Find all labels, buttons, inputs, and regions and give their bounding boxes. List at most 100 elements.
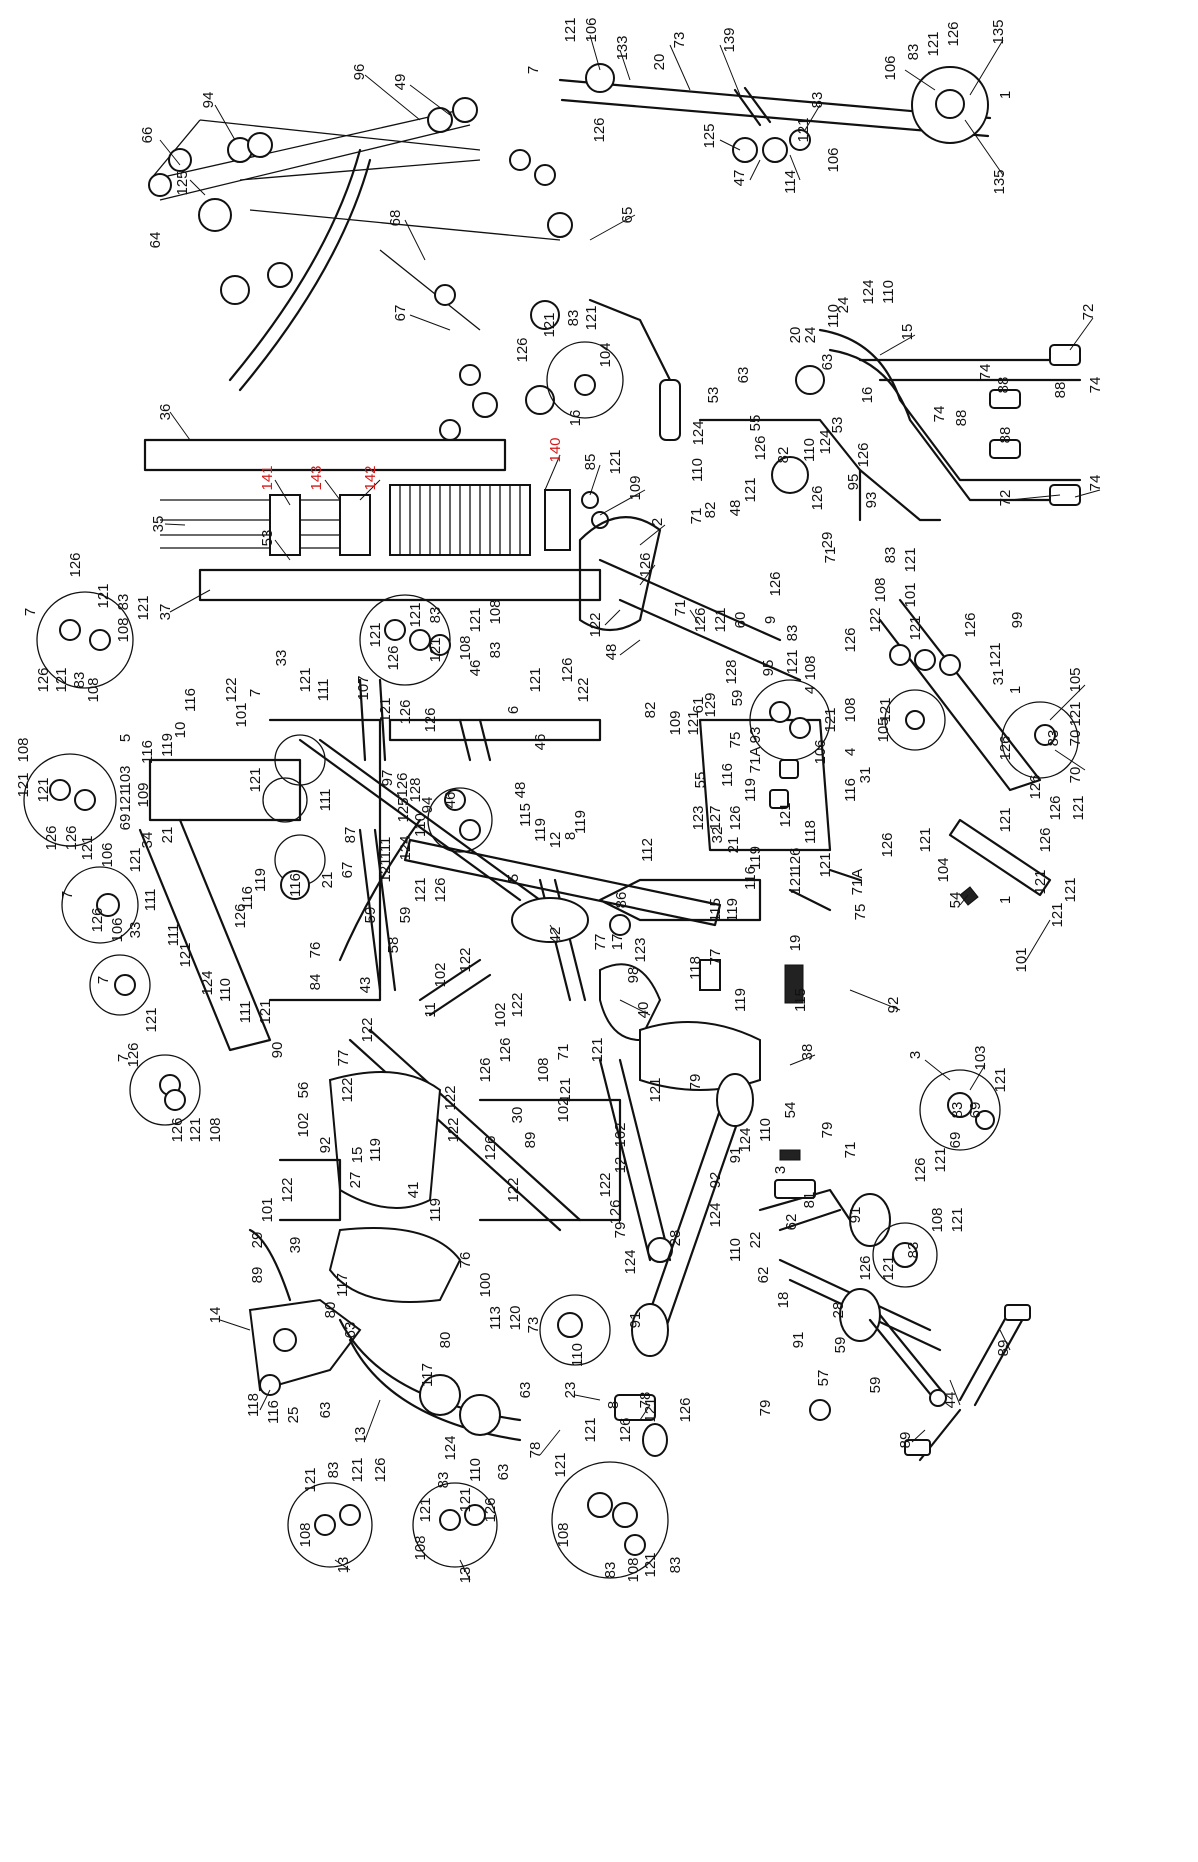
part-label: 58 <box>385 937 402 954</box>
part-label: 121 <box>117 787 134 812</box>
part-label: 121 <box>417 1497 434 1522</box>
part-label: 69 <box>947 1132 964 1149</box>
part-label: 66 <box>139 127 156 144</box>
part-label: 121 <box>367 622 384 647</box>
part-label: 125 <box>701 123 718 148</box>
part-label: 12 <box>547 832 564 849</box>
part-label: 122 <box>509 992 526 1017</box>
part-label: 121 <box>742 477 759 502</box>
part-label: 53 <box>705 387 722 404</box>
part-label: 83 <box>427 607 444 624</box>
part-label: 5 <box>505 874 522 882</box>
part-label: 126 <box>125 1042 142 1067</box>
part-label: 1 <box>1007 686 1024 694</box>
top-beam-assembly <box>558 63 992 163</box>
part-label: 3 <box>907 1051 924 1059</box>
part-label: 109 <box>667 710 684 735</box>
part-label: 111 <box>142 889 159 912</box>
part-label: 81 <box>801 1192 818 1209</box>
part-label: 35 <box>150 516 167 533</box>
part-label: 62 <box>783 1214 800 1231</box>
part-label: 126 <box>477 1057 494 1082</box>
part-label: 108 <box>535 1057 552 1082</box>
part-label: 39 <box>287 1237 304 1254</box>
part-label: 71A <box>747 747 764 774</box>
part-label: 16 <box>859 387 876 404</box>
part-label: 21 <box>725 837 742 854</box>
part-label: 83 <box>565 310 582 327</box>
part-label: 120 <box>507 1305 524 1330</box>
part-label: 108 <box>842 697 859 722</box>
part-label: 126 <box>397 699 414 724</box>
part-label: 143 <box>308 465 325 490</box>
part-label: 121 <box>907 615 924 640</box>
part-label: 46 <box>532 734 549 751</box>
part-label: 105 <box>1067 667 1084 692</box>
part-label: 10 <box>172 722 189 739</box>
part-label: 15 <box>899 324 916 341</box>
part-label: 60 <box>732 612 749 629</box>
part-label: 12 <box>612 1157 629 1174</box>
part-label: 126 <box>607 1199 624 1224</box>
part-label: 135 <box>991 169 1008 194</box>
part-label: 135 <box>990 19 1007 44</box>
part-label: 110 <box>801 438 818 462</box>
part-label: 88 <box>1052 382 1069 399</box>
part-label: 24 <box>835 297 852 314</box>
part-label: 119 <box>724 898 741 922</box>
part-label: 124 <box>707 1202 724 1227</box>
part-label: 114 <box>782 170 799 194</box>
part-label: 116 <box>842 778 859 802</box>
part-label: 108 <box>487 599 504 624</box>
part-label: 78 <box>637 1392 654 1409</box>
part-label: 121 <box>135 595 152 620</box>
part-label: 91 <box>727 1147 744 1164</box>
part-label: 119 <box>252 868 269 892</box>
part-label: 18 <box>775 1292 792 1309</box>
part-label: 121 <box>582 1417 599 1442</box>
part-label: 59 <box>832 1337 849 1354</box>
part-label: 83 <box>905 44 922 61</box>
part-label: 127 <box>707 805 724 830</box>
part-label: 121 <box>817 852 834 877</box>
part-label: 63 <box>517 1382 534 1399</box>
part-label: 83 <box>487 642 504 659</box>
press-arm-assembly <box>578 328 1082 912</box>
part-label: 111 <box>165 924 182 947</box>
part-label: 110 <box>727 1238 744 1262</box>
part-label: 83 <box>667 1557 684 1574</box>
part-label: 16 <box>567 410 584 427</box>
part-label: 91 <box>790 1332 807 1349</box>
part-label: 126 <box>617 1417 634 1442</box>
part-label: 123 <box>690 805 707 830</box>
part-label: 126 <box>514 337 531 362</box>
part-label: 23 <box>562 1382 579 1399</box>
part-label: 126 <box>385 645 402 670</box>
part-label: 27 <box>347 1172 364 1189</box>
part-label: 82 <box>775 447 792 464</box>
part-label: 83 <box>71 672 88 689</box>
part-label: 24 <box>802 327 819 344</box>
part-label: 97 <box>379 770 396 787</box>
part-label: 57 <box>815 1370 832 1387</box>
part-label: 108 <box>457 635 474 660</box>
part-label: 126 <box>482 1497 499 1522</box>
part-label: 121 <box>427 637 444 662</box>
part-label: 83 <box>809 92 826 109</box>
part-label: 121 <box>377 857 394 882</box>
part-label: 126 <box>394 772 411 797</box>
part-label: 89 <box>995 1340 1012 1357</box>
part-label: 63 <box>317 1402 334 1419</box>
part-label: 110 <box>467 1458 484 1482</box>
part-label: 121 <box>642 1552 659 1577</box>
part-label: 71 <box>555 1044 572 1061</box>
part-label: 126 <box>232 903 249 928</box>
part-label: 7 <box>525 66 542 74</box>
part-label: 31 <box>857 767 874 784</box>
part-label: 119 <box>742 778 759 802</box>
part-label: 102 <box>432 962 449 987</box>
part-label: 126 <box>559 657 576 682</box>
part-label: 70 <box>1067 730 1084 747</box>
part-label: 83 <box>949 1102 966 1119</box>
part-label: 121 <box>712 607 729 632</box>
